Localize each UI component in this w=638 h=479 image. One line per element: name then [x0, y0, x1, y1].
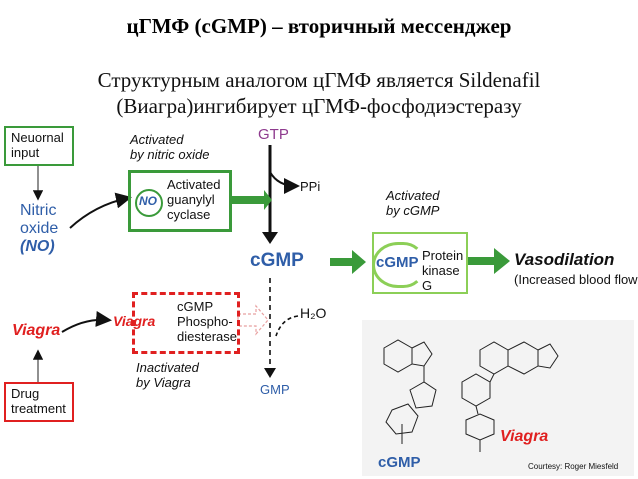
guanylyl-text: Activated guanylyl cyclase	[167, 177, 220, 222]
subtitle-line-2: (Виагра)ингибирует цГМФ-фосфодиэстеразу	[116, 94, 522, 118]
phospho-line1: cGMP	[177, 299, 214, 314]
no-badge	[135, 189, 163, 217]
guanylyl-line3: cyclase	[167, 207, 211, 222]
drug-treatment-line2: treatment	[11, 401, 66, 416]
viagra-structure-label: Viagra	[500, 428, 549, 445]
arrow-ppi	[269, 171, 300, 194]
activated-by-cgmp-line1: Activated	[386, 188, 440, 203]
guanylyl-line1: Activated	[167, 177, 221, 192]
subtitle-line-1: Структурным аналогом цГМФ является Silde…	[97, 68, 541, 92]
neuronal-input-box: Neuornal input	[4, 126, 74, 166]
gtp-label: GTP	[258, 126, 289, 143]
nitric-oxide-label: Nitric oxide (NO)	[20, 202, 58, 256]
protein-kinase-text: Protein kinase G	[422, 248, 466, 293]
neuronal-input-line1: Neuornal	[11, 130, 64, 145]
viagra-left-label: Viagra	[12, 322, 61, 339]
activated-by-no-label: Activated by nitric oxide	[130, 132, 209, 162]
inactivated-line1: Inactivated	[136, 360, 199, 375]
arrow-viagra-to-pde	[61, 310, 112, 333]
phosphodiesterase-box: Viagra cGMP Phospho- diesterase	[113, 292, 240, 354]
page-title: цГМФ (cGMP) – вторичный мессенджер	[126, 14, 512, 38]
drug-treatment-box: Drug treatment	[4, 382, 74, 422]
arrow-cgmp-to-pkg	[330, 250, 366, 274]
guanylyl-line2: guanylyl	[167, 192, 215, 207]
activated-by-no-line2: by nitric oxide	[130, 147, 210, 162]
viagra-badge: Viagra	[113, 313, 156, 329]
ppi-label: PPi	[300, 179, 321, 194]
no-badge-text: NO	[139, 194, 157, 208]
cgmp-structure-label: cGMP	[378, 454, 421, 471]
no-abbrev: (NO)	[20, 238, 55, 255]
drug-treatment-line1: Drug	[11, 386, 40, 401]
cgmp-structure	[383, 339, 437, 444]
vasodilation-label: Vasodilation	[514, 250, 615, 269]
gmp-label: GMP	[260, 382, 290, 397]
arrow-h2o	[275, 315, 299, 337]
arrow-no-to-cyclase	[69, 192, 132, 229]
phospho-line2: Phospho-	[177, 314, 233, 329]
nitric-oxide-line2: oxide	[20, 220, 59, 237]
structures-drawing	[383, 339, 559, 452]
neuronal-input-line2: input	[11, 145, 40, 160]
protein-kinase-line1: Protein	[422, 248, 464, 263]
nitric-oxide-line1: Nitric	[20, 202, 57, 219]
activated-by-cgmp-label: Activated by cGMP	[386, 188, 439, 218]
inactivated-line2: by Viagra	[136, 375, 191, 390]
cgmp-main-label: cGMP	[250, 250, 304, 271]
phospho-line3: diesterase	[177, 329, 237, 344]
arrow-cyclase-catalysis	[232, 190, 272, 210]
protein-kinase-line2: kinase G	[422, 263, 460, 293]
viagra-structure	[461, 341, 559, 452]
activated-by-no-line1: Activated	[130, 132, 184, 147]
courtesy-label: Courtesy: Roger Miesfeld	[528, 462, 619, 471]
phospho-text: cGMP Phospho- diesterase	[177, 299, 237, 344]
guanylyl-cyclase-box: NO Activated guanylyl cyclase	[128, 170, 232, 232]
inactivated-label: Inactivated by Viagra	[136, 360, 199, 390]
h2o-label: H₂O	[300, 305, 327, 321]
increased-flow-label: (Increased blood flow	[514, 272, 638, 287]
protein-kinase-box: cGMP Protein kinase G	[372, 232, 468, 294]
arrow-pkg-to-vasodilation	[468, 248, 510, 274]
activated-by-cgmp-line2: by cGMP	[386, 203, 440, 218]
cgmp-badge-text: cGMP	[376, 254, 419, 271]
cgmp-binding-pocket	[372, 242, 424, 288]
structures-panel	[362, 320, 634, 476]
